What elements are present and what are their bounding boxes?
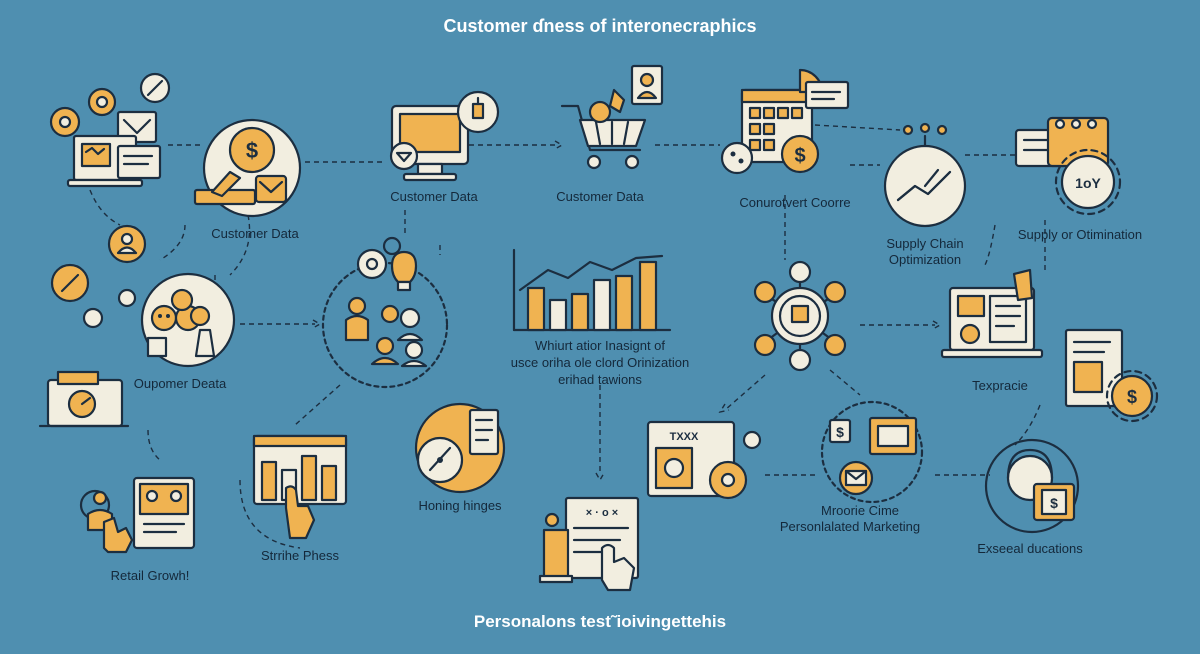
label-customer-data-1: Customer Data [211,226,299,241]
support-agent-icon: $ [984,438,1080,534]
document-dollar-icon: $ [1064,328,1159,423]
label-optimization: Optimization [888,252,962,267]
label-oupomer: Oupomer Deata [133,376,227,391]
label-supply-or: Supply or Otimination [1017,227,1143,242]
label-customer-data-2: Customer Data [390,189,478,204]
idea-team-icon [140,272,236,368]
svg-text:TXXX: TXXX [670,431,699,443]
monitor-icon [389,90,500,182]
label-texpracie: Texpracie [972,378,1028,393]
svg-text:$: $ [1050,495,1058,511]
svg-text:$: $ [794,145,805,167]
label-insight-2: usce oriha ole clord Orinization [510,355,690,370]
label-insight-1: Whiurt atior Inasignt of [534,338,666,353]
label-conurotvert: Conurotvert Coorre [739,195,851,210]
growth-bar-chart-icon [512,248,672,332]
tools-icon [50,263,137,329]
svg-text:1oY: 1oY [1075,175,1101,191]
label-strrihe: Strrihe Phess [260,548,340,563]
browser-gear-icon: TXXX [646,420,762,500]
page-title: Customer ɗness of interonecraphics [443,16,757,36]
label-insight-3: erihad tawions [558,372,642,387]
footer-caption: Personalons test˜ioivingettehis [473,612,727,631]
network-hub-icon [753,260,847,372]
marketing-devices-icon: $ [820,400,924,504]
user-badge-icon [107,224,147,264]
checklist-hand-icon: × · o × [538,496,640,592]
svg-text:$: $ [1127,387,1137,407]
team-board-icon [79,476,196,554]
laptop-report-icon [940,268,1044,359]
label-supply-chain: Supply Chain [886,236,964,251]
label-mroorie: Mroorie Cime [820,503,899,518]
label-personalized-marketing: Personlalated Marketing [779,519,921,534]
svg-text:$: $ [836,424,844,440]
browser-chart-icon [239,434,348,549]
laptop-dashboard-icon [66,134,162,188]
compass-report-icon [414,402,506,494]
gears-icon [49,72,171,144]
label-customer-data-3: Customer Data [556,189,644,204]
svg-text:× · o ×: × · o × [586,507,618,519]
stopwatch-chart-icon [883,122,967,228]
label-honing: Honing hinges [418,498,502,513]
machine-gauge-icon [38,370,130,428]
dollar-globe-icon: $ [193,118,302,218]
label-exseeal: Exseeal ducations [977,541,1083,556]
server-gears-icon: 1oY [1014,116,1122,216]
team-lightbulb-icon [321,236,449,389]
svg-text:$: $ [246,138,258,163]
label-retail-growth: Retail Growh! [110,568,190,583]
calendar-dollar-icon: $ [720,68,850,175]
shopping-cart-icon [560,64,664,170]
